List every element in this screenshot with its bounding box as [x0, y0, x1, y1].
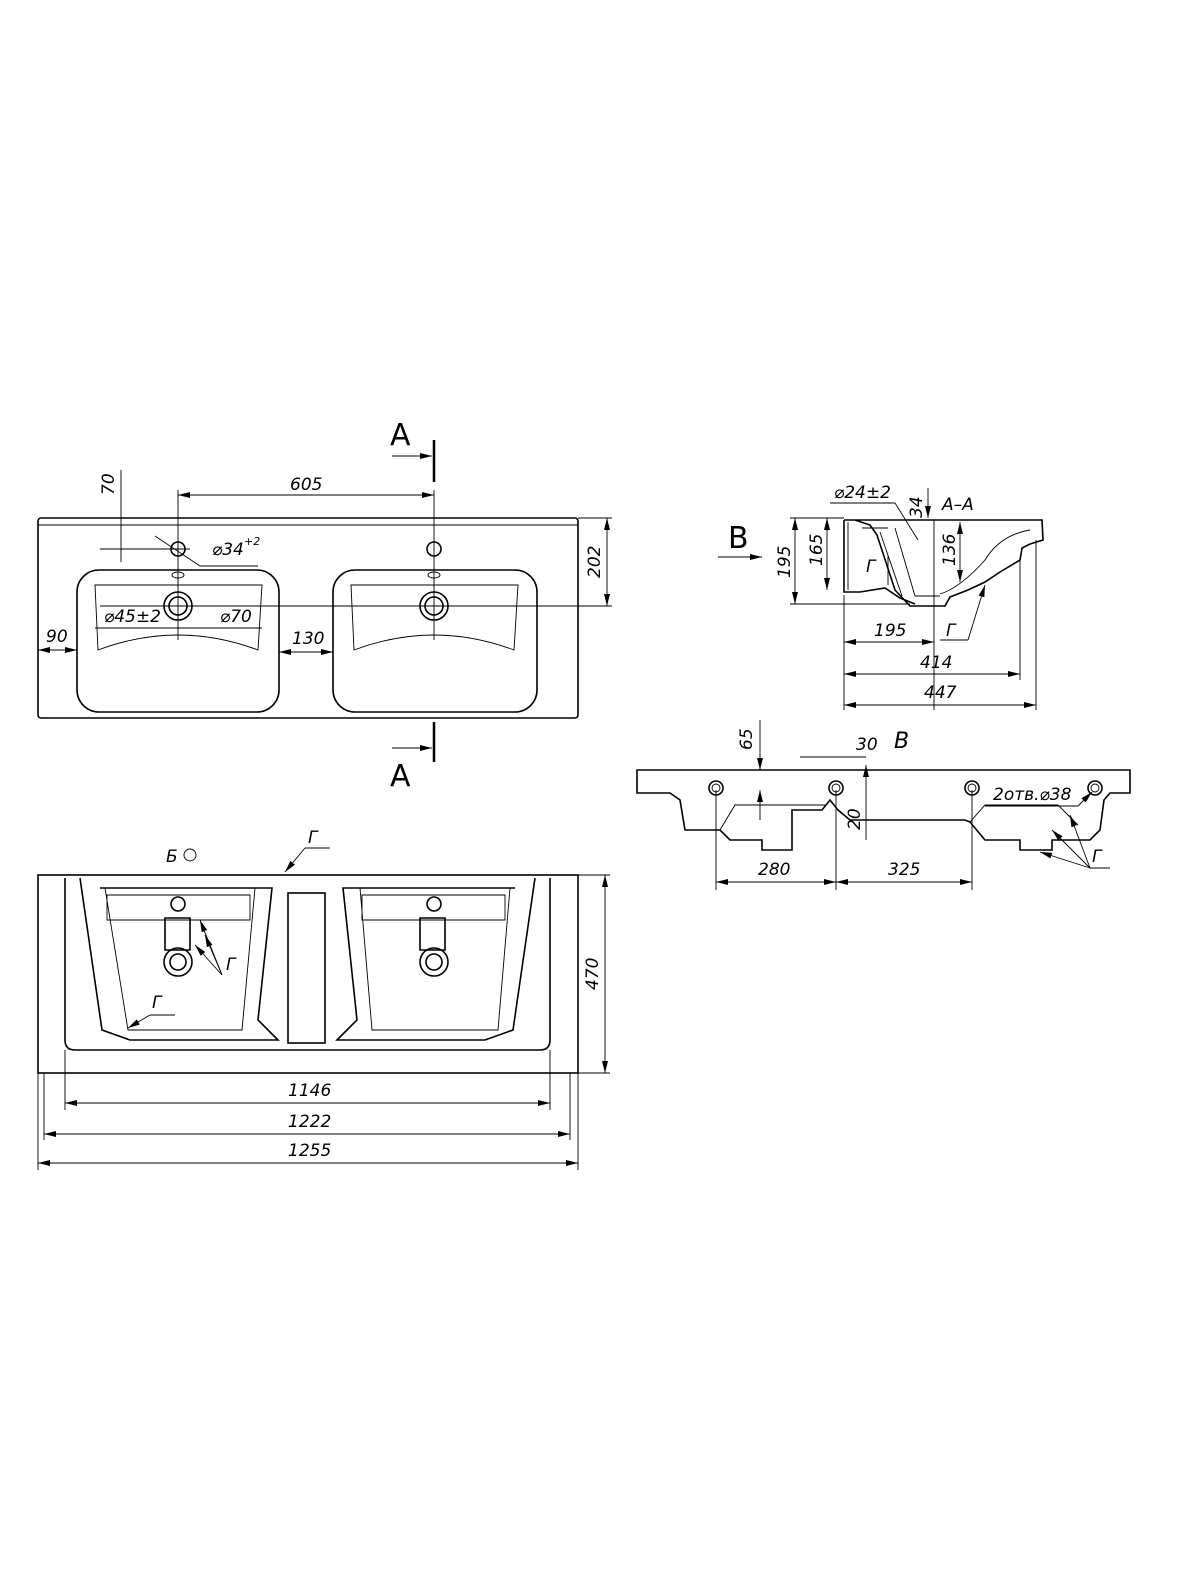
dim-30: 30: [856, 735, 878, 755]
dim-70: 70: [99, 473, 119, 495]
dim-34: 34: [907, 496, 927, 518]
dim-1222: 1222: [288, 1112, 331, 1132]
side-callout-g: Г: [1092, 847, 1103, 867]
dim-tap-hole-tolerance: +2: [244, 535, 260, 548]
drain-left-bottom: [163, 947, 193, 977]
callout-g-2: Г: [946, 621, 957, 641]
dim-65: 65: [737, 728, 757, 750]
section-view: B 195 165 136 34 A–A ⌀24±2 Г Г 195 414 4…: [718, 483, 1044, 710]
dim-202: 202: [585, 546, 605, 578]
dim-414: 414: [920, 653, 952, 673]
bottom-callout-g-top: Г: [308, 828, 319, 848]
dim-280: 280: [758, 860, 790, 880]
dim-195-height: 195: [775, 546, 795, 578]
bottom-callout-g-left: Г: [152, 993, 163, 1013]
callout-g-1: Г: [866, 557, 877, 577]
detail-label-b: Б: [166, 847, 178, 867]
center-slot: [287, 892, 326, 1044]
top-view: A A 605 70 ⌀34 +2 ⌀45±2 ⌀70 90 130 202: [37, 418, 612, 794]
dim-1146: 1146: [288, 1081, 331, 1101]
bottom-view: Б Г Г Г 470 1146 1222 1255: [37, 828, 610, 1170]
dim-1255: 1255: [288, 1141, 331, 1161]
dim-90: 90: [46, 627, 68, 647]
dim-165: 165: [807, 534, 827, 566]
right-basin-outline: [332, 569, 538, 713]
section-label-bottom: A: [390, 759, 411, 794]
dim-195-width: 195: [874, 621, 906, 641]
dim-470: 470: [583, 958, 603, 990]
bottom-callout-g-mid: Г: [226, 955, 237, 975]
view-arrow-label-b: B: [728, 521, 749, 556]
side-view-title: В: [894, 729, 909, 754]
dim-drain-hole: ⌀45±2: [104, 607, 161, 627]
dim-20: 20: [845, 808, 865, 830]
section-title: A–A: [941, 495, 974, 515]
dim-tap-hole: ⌀34: [212, 540, 244, 560]
section-label-top: A: [390, 418, 411, 453]
dim-605: 605: [290, 475, 322, 495]
dim-136: 136: [940, 533, 960, 566]
dim-hole-24: ⌀24±2: [834, 483, 891, 503]
holes-note: 2отв.⌀38: [993, 785, 1072, 805]
dim-130: 130: [292, 629, 324, 649]
dim-drain-outer: ⌀70: [220, 607, 252, 627]
dim-447: 447: [924, 683, 957, 703]
dim-325: 325: [888, 860, 920, 880]
drain-right-bottom: [419, 947, 449, 977]
side-view: В 65 30 20 2отв.⌀38 280 325 Г: [636, 720, 1131, 890]
